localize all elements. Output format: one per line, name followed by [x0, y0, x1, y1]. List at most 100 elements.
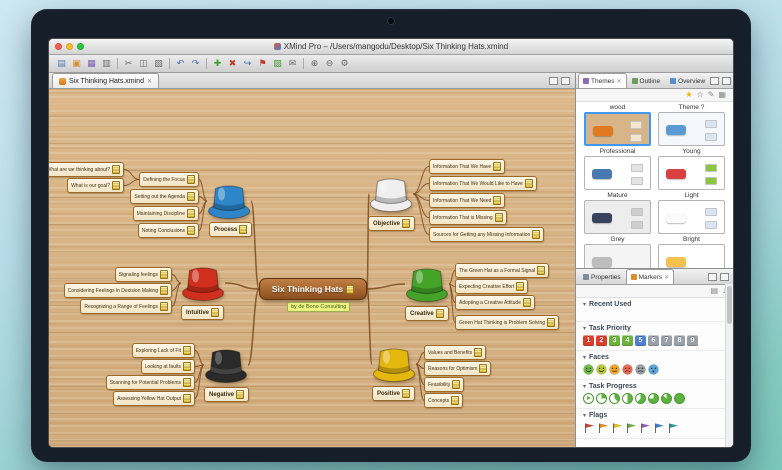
notes-icon[interactable] [435, 309, 444, 318]
notes-icon[interactable] [160, 302, 168, 311]
section-faces[interactable]: ▾ Faces [576, 351, 733, 362]
close-tab-icon[interactable]: ✕ [664, 274, 670, 281]
notes-icon[interactable] [346, 284, 355, 294]
task-3-8-icon[interactable] [609, 393, 620, 404]
topic[interactable]: Defining the Focus [139, 172, 199, 187]
notes-icon[interactable] [493, 196, 502, 205]
paste-icon[interactable]: ▧ [154, 58, 163, 68]
branch-label-process[interactable]: Process [209, 222, 253, 237]
topic[interactable]: Scanning for Potential Problems [105, 375, 195, 390]
notes-icon[interactable] [183, 378, 191, 387]
topic[interactable]: Assessing Yellow Hat Output [113, 391, 195, 406]
minimize-button[interactable] [66, 43, 73, 50]
flag-yellow-icon[interactable] [611, 422, 623, 434]
topic[interactable]: Setting out the Agenda [130, 189, 199, 204]
favorite-icon[interactable]: ★ [685, 90, 693, 99]
add-favorite-icon[interactable]: ☆ [696, 90, 704, 99]
redo-icon[interactable]: ↷ [191, 58, 200, 68]
notes-icon[interactable] [239, 225, 248, 234]
maximize-view-icon[interactable] [561, 77, 570, 85]
marker-groups-icon[interactable]: ▤ [710, 286, 718, 295]
zoom-button[interactable] [77, 43, 84, 50]
map-subtitle[interactable]: by de Bono Consulting [287, 302, 351, 312]
section-flags[interactable]: ▾ Flags [576, 409, 733, 420]
topic[interactable]: The Green Hat as a Formal Signal [455, 263, 550, 278]
tab-themes[interactable]: Themes ✕ [578, 73, 627, 88]
tab-outline[interactable]: Outline [627, 73, 666, 88]
image-icon[interactable]: ▨ [273, 58, 282, 68]
task-quarter-icon[interactable] [596, 393, 607, 404]
notes-icon[interactable] [532, 230, 541, 239]
grid-view-icon[interactable]: ▦ [718, 90, 726, 99]
notes-icon[interactable] [187, 226, 195, 235]
notes-icon[interactable] [402, 389, 411, 398]
topic[interactable]: Recognizing a Range of Feelings [80, 299, 172, 314]
zoom-in-icon[interactable]: ⊕ [310, 58, 319, 68]
branch-label-positive[interactable]: Positive [372, 386, 416, 401]
scrollbar-thumb[interactable] [727, 286, 732, 324]
flag-red-icon[interactable] [583, 422, 595, 434]
task-half-icon[interactable] [622, 393, 633, 404]
flag-teal-icon[interactable] [667, 422, 679, 434]
objective-hat-image[interactable] [369, 174, 413, 214]
task-3-4-icon[interactable] [648, 393, 659, 404]
close-tab-icon[interactable]: ✕ [616, 78, 622, 85]
section-recent-used[interactable]: ▾ Recent Used [576, 298, 733, 309]
topic[interactable]: Feasibility [424, 377, 465, 392]
mindmap-canvas[interactable]: Six Thinking Hats by de Bono Consulting [49, 89, 575, 447]
notes-icon[interactable] [211, 308, 220, 317]
notes-icon[interactable] [494, 213, 503, 222]
priority-5-icon[interactable]: 5 [635, 335, 646, 346]
edit-theme-icon[interactable]: ✎ [707, 90, 715, 99]
face-surprise-icon[interactable] [648, 364, 659, 375]
topic[interactable]: Information That is Missing [429, 210, 507, 225]
tab-properties[interactable]: Properties [578, 269, 626, 284]
undo-icon[interactable]: ↶ [176, 58, 185, 68]
notes-icon[interactable] [236, 390, 245, 399]
notes-icon[interactable] [451, 396, 460, 405]
notes-icon[interactable] [524, 179, 533, 188]
minimize-view-icon[interactable] [710, 77, 720, 85]
topic[interactable]: Looking at faults [140, 359, 195, 374]
face-smile-icon[interactable] [583, 364, 594, 375]
theme-mature[interactable]: Mature [584, 192, 651, 234]
minimize-view-icon[interactable] [708, 273, 717, 281]
topic[interactable]: Information That We Need [429, 193, 506, 208]
tab-markers[interactable]: Markers ✕ [625, 269, 675, 284]
notes-icon[interactable] [187, 192, 195, 201]
theme-light[interactable]: Light [658, 192, 725, 234]
cut-icon[interactable]: ✂ [124, 58, 133, 68]
branch-label-intuitive[interactable]: Intuitive [181, 305, 225, 320]
topic[interactable]: Information That We Would Like to Have [429, 176, 537, 191]
notes-icon[interactable] [112, 165, 120, 174]
task-start-icon[interactable] [583, 393, 594, 404]
theme-bright[interactable]: Bright [658, 236, 725, 268]
creative-hat-image[interactable] [405, 264, 449, 304]
notes-icon[interactable] [452, 380, 461, 389]
open-icon[interactable]: ▣ [72, 58, 81, 68]
notes-icon[interactable] [183, 394, 191, 403]
theme-theme7[interactable]: Theme ? [658, 104, 725, 146]
priority-8-icon[interactable]: 8 [674, 335, 685, 346]
theme-wood[interactable]: wood [584, 104, 651, 146]
notes-icon[interactable] [493, 162, 502, 171]
tab-six-thinking-hats[interactable]: Six Thinking Hats.xmind ✕ [52, 73, 159, 88]
notes-icon[interactable] [547, 318, 556, 327]
theme-young[interactable]: Young [658, 148, 725, 190]
face-sad-icon[interactable] [635, 364, 646, 375]
relationship-icon[interactable]: ↪ [243, 58, 252, 68]
zoom-out-icon[interactable]: ⊖ [325, 58, 334, 68]
notes-icon[interactable] [516, 282, 525, 291]
maximize-view-icon[interactable] [720, 273, 729, 281]
priority-3-icon[interactable]: 3 [609, 335, 620, 346]
branch-label-creative[interactable]: Creative [405, 306, 449, 321]
delete-icon[interactable]: ✖ [228, 58, 237, 68]
theme-professional[interactable]: Professional [584, 148, 651, 190]
priority-6-icon[interactable]: 6 [648, 335, 659, 346]
face-laugh-icon[interactable] [596, 364, 607, 375]
face-angry-icon[interactable] [622, 364, 633, 375]
minimize-view-icon[interactable] [549, 77, 558, 85]
topic[interactable]: Exploring Lack of Fit [131, 343, 195, 358]
topic[interactable]: Sources for Getting any Missing Informat… [429, 227, 545, 242]
theme-grey[interactable]: Grey [584, 236, 651, 268]
